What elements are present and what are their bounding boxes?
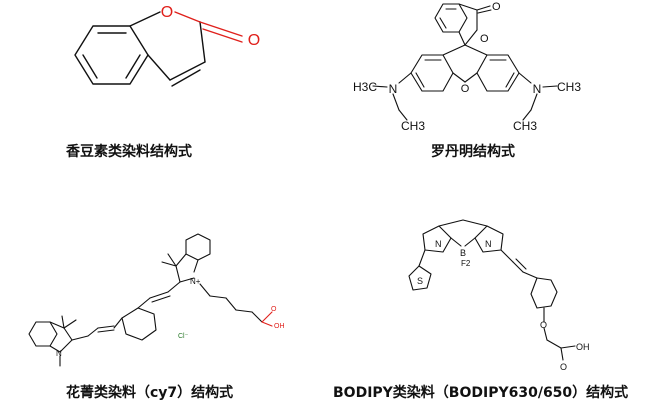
cyanine-right-nitrogen: N+ [190, 277, 201, 286]
coumarin-caption: 香豆素类染料结构式 [66, 144, 192, 160]
rhodamine-left-nitrogen: N [389, 82, 398, 96]
coumarin-ring-oxygen: O [161, 4, 173, 21]
coumarin-carbonyl-oxygen: O [248, 32, 260, 49]
bodipy-fluorines: F2 [461, 259, 471, 268]
rhodamine-right-nitrogen: N [533, 82, 542, 96]
rhodamine-panel: O O O N N H3C CH3 CH3 CH3 罗丹明结构式 [325, 0, 650, 190]
bodipy-sulfur: S [417, 276, 423, 286]
bodipy-panel: N N B F2 S O O OH BODIPY类染料（BODIPY630/65… [325, 200, 650, 404]
bodipy-caption: BODIPY类染料（BODIPY630/650）结构式 [333, 385, 629, 401]
rhodamine-carbonyl-oxygen: O [492, 1, 501, 13]
rhodamine-methyl-1: H3C [353, 80, 377, 94]
bodipy-hydroxyl: OH [576, 342, 590, 352]
rhodamine-methyl-2: CH3 [401, 119, 425, 133]
cyanine-hydroxyl: OH [274, 323, 285, 330]
coumarin-structure: O O [74, 4, 260, 87]
bodipy-boron: B [460, 248, 466, 258]
bodipy-right-nitrogen: N [485, 239, 492, 249]
cyanine-carbonyl-oxygen: O [271, 306, 277, 313]
cyanine-structure: N+ N Cl⁻ O OH [28, 233, 285, 367]
cyanine-chloride: Cl⁻ [178, 333, 189, 340]
rhodamine-lactone-oxygen: O [480, 33, 489, 45]
cyanine-panel: N+ N Cl⁻ O OH 花菁类染料（cy7）结构式 [0, 200, 325, 404]
rhodamine-caption: 罗丹明结构式 [431, 144, 515, 160]
rhodamine-xanthene-oxygen: O [461, 83, 470, 95]
bodipy-ether-oxygen: O [540, 320, 547, 330]
coumarin-panel: O O 香豆素类染料结构式 [0, 0, 325, 190]
rhodamine-structure: O O O N N H3C CH3 CH3 CH3 [353, 1, 581, 133]
cyanine-left-nitrogen: N [56, 349, 62, 358]
bodipy-acid-oxygen: O [560, 362, 567, 372]
rhodamine-methyl-3: CH3 [557, 80, 581, 94]
rhodamine-methyl-4: CH3 [513, 119, 537, 133]
bodipy-structure: N N B F2 S O O OH [408, 219, 590, 372]
bodipy-left-nitrogen: N [435, 239, 442, 249]
cyanine-caption: 花菁类染料（cy7）结构式 [66, 385, 234, 401]
